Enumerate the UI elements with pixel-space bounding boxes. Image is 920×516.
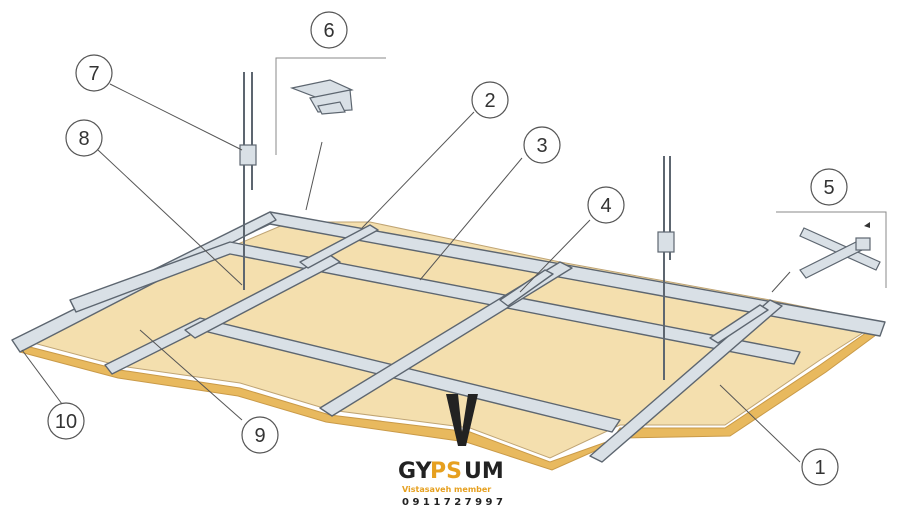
callout-8-label: 8 [78,128,89,150]
logo-tagline: Vistasaveh member [402,485,491,494]
leader-lines [21,83,801,463]
callout-9-label: 9 [254,425,265,447]
cross-tee-1 [184,254,341,339]
connection-icon [799,227,881,279]
hangers [239,72,675,380]
callout-10: 10 [47,402,85,440]
logo-word-part1: GY [398,459,433,484]
detail-inset-5 [776,211,887,288]
cross-tee-5 [499,269,554,307]
callout-9: 9 [241,416,279,454]
detail-inset-6 [275,57,386,155]
inset-5-frame [776,211,887,288]
callout-2-label: 2 [484,90,495,112]
logo-phone: 0 9 1 1 7 2 7 9 9 7 [402,497,503,508]
callouts: 1 2 3 4 5 6 7 8 [47,11,848,486]
callout-2: 2 [471,81,509,119]
callout-1: 1 [801,448,839,486]
callout-3: 3 [523,126,561,164]
arrow-icon [864,222,870,228]
hanger-clip-right [657,231,675,253]
logo-word-part2: PS [430,459,462,484]
callout-3-label: 3 [536,135,547,157]
callout-4-label: 4 [600,195,611,217]
callout-5: 5 [810,168,848,206]
callout-7-label: 7 [88,63,99,85]
brand-logo: GY PS UM Vistasaveh member 0 9 1 1 7 2 7… [398,394,504,508]
grid-frame [11,211,886,463]
callout-8: 8 [65,119,103,157]
callout-5-label: 5 [823,177,834,199]
hanger-clip-left [239,144,257,166]
callout-7: 7 [75,54,113,92]
main-runner-middle [69,241,801,365]
cross-tee-3 [589,299,783,463]
bracket-icon [289,79,354,115]
callout-6: 6 [310,11,348,49]
inset-6-frame [275,57,386,155]
callout-10-label: 10 [55,411,77,433]
callout-6-label: 6 [323,20,334,42]
logo-word-part3: UM [464,459,504,484]
callout-4: 4 [587,186,625,224]
logo-v-mark [446,394,478,446]
cross-tee-4 [299,224,379,269]
callout-1-label: 1 [814,457,825,479]
cross-tee-6 [709,304,769,344]
main-runner-front [104,317,621,433]
